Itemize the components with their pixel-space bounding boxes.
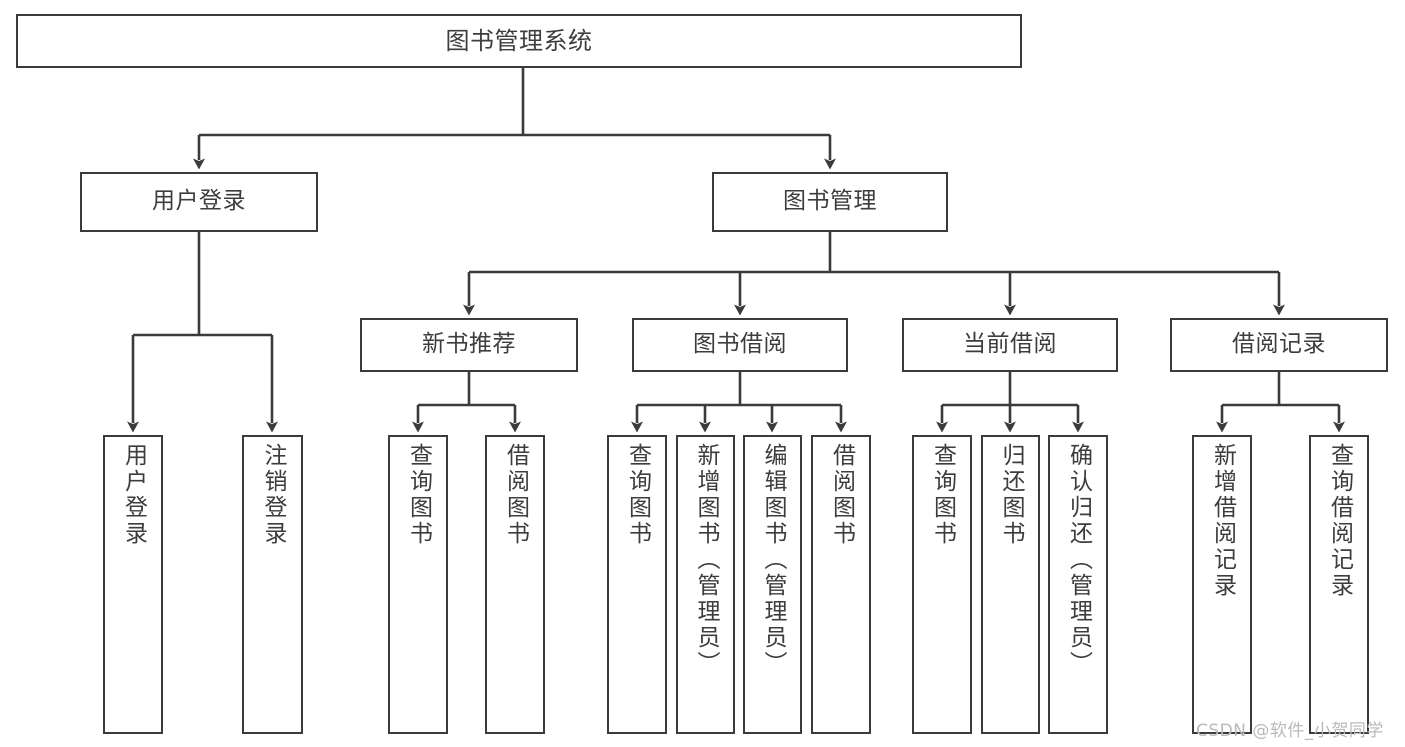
node-root-system[interactable]: 图书管理系统 — [16, 14, 1022, 68]
node-label: 查询图书 — [405, 443, 432, 547]
node-book-management[interactable]: 图书管理 — [712, 172, 948, 232]
node-leaf-confirm-return[interactable]: 确认归还（管理员） — [1048, 435, 1108, 734]
node-label: 新书推荐 — [422, 331, 516, 358]
node-user-login[interactable]: 用户登录 — [80, 172, 318, 232]
node-current-borrow[interactable]: 当前借阅 — [902, 318, 1118, 372]
node-leaf-query-book-2[interactable]: 查询图书 — [607, 435, 667, 734]
node-label: 当前借阅 — [963, 331, 1057, 358]
node-leaf-return-book[interactable]: 归还图书 — [981, 435, 1040, 734]
node-label: 借阅图书 — [828, 443, 855, 547]
node-label: 新增借阅记录 — [1209, 443, 1236, 599]
node-label: 新增图书（管理员） — [693, 443, 719, 677]
node-label: 编辑图书（管理员） — [760, 443, 786, 677]
node-label: 图书管理系统 — [445, 26, 593, 55]
node-label: 用户登录 — [152, 188, 246, 215]
node-label: 查询图书 — [624, 443, 651, 547]
node-label: 借阅记录 — [1232, 331, 1326, 358]
node-label: 归还图书 — [998, 443, 1024, 547]
node-label: 查询图书 — [929, 443, 956, 547]
node-book-borrow[interactable]: 图书借阅 — [632, 318, 848, 372]
node-label: 用户登录 — [120, 443, 147, 547]
node-leaf-add-book[interactable]: 新增图书（管理员） — [676, 435, 735, 734]
node-borrow-record[interactable]: 借阅记录 — [1170, 318, 1388, 372]
node-leaf-user-login[interactable]: 用户登录 — [103, 435, 163, 734]
node-label: 确认归还（管理员） — [1065, 443, 1092, 677]
node-leaf-edit-book[interactable]: 编辑图书（管理员） — [743, 435, 802, 734]
node-label: 图书借阅 — [693, 331, 787, 358]
node-leaf-borrow-book-2[interactable]: 借阅图书 — [811, 435, 871, 734]
node-leaf-borrow-book-1[interactable]: 借阅图书 — [485, 435, 545, 734]
node-leaf-query-book-1[interactable]: 查询图书 — [388, 435, 448, 734]
node-label: 图书管理 — [783, 188, 877, 215]
node-leaf-logout[interactable]: 注销登录 — [242, 435, 303, 734]
node-leaf-query-book-3[interactable]: 查询图书 — [912, 435, 972, 734]
node-label: 查询借阅记录 — [1326, 443, 1353, 599]
node-leaf-add-record[interactable]: 新增借阅记录 — [1192, 435, 1252, 734]
node-new-book-recommend[interactable]: 新书推荐 — [360, 318, 578, 372]
csdn-watermark: CSDN @软件_小贺同学 — [1196, 721, 1384, 741]
node-leaf-query-record[interactable]: 查询借阅记录 — [1309, 435, 1369, 734]
node-label: 注销登录 — [260, 443, 286, 547]
node-label: 借阅图书 — [502, 443, 529, 547]
